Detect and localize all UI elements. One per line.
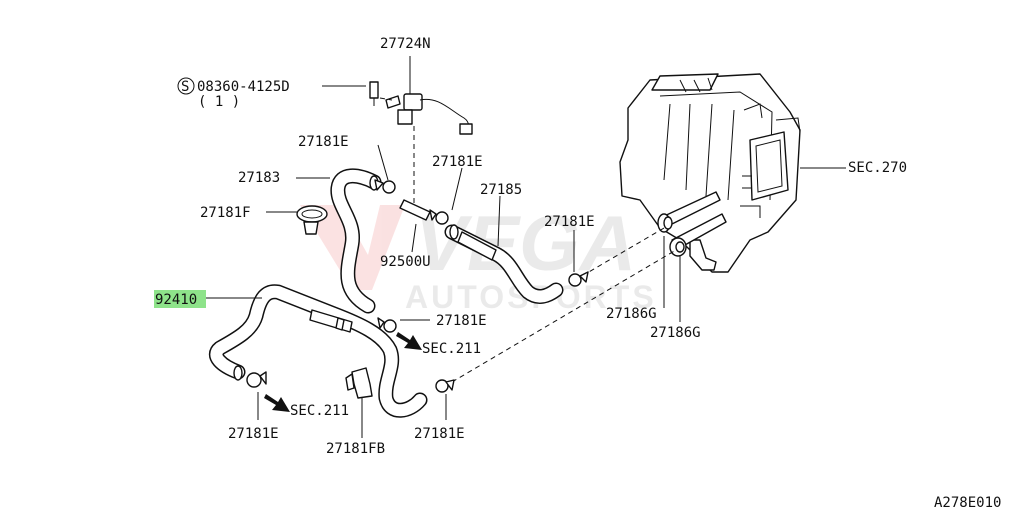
arrow-sec211-lower: [264, 394, 290, 412]
label-sec270: SEC.270: [848, 160, 907, 176]
hose-27183: [330, 168, 382, 314]
hose-27185: [444, 224, 564, 304]
label-27181e-c: 27181E: [544, 214, 595, 230]
label-27181e-a: 27181E: [298, 134, 349, 150]
heater-unit: [619, 73, 801, 273]
label-27183: 27183: [238, 170, 280, 186]
label-92410: 92410: [155, 292, 197, 308]
bolt: [322, 81, 379, 106]
label-27181fb: 27181FB: [326, 441, 385, 457]
label-27186g-lower: 27186G: [650, 325, 701, 341]
sensor-harness: [385, 56, 473, 135]
watermark-text: VEGA: [415, 199, 636, 287]
label-27181f: 27181F: [200, 205, 251, 221]
label-27185: 27185: [480, 182, 522, 198]
arrow-sec211-upper: [396, 332, 422, 350]
bolt-symbol-circle: [177, 77, 195, 95]
label-sec211-upper: SEC.211: [422, 341, 481, 357]
label-bolt: 08360-4125D: [197, 79, 290, 95]
connector-pipe: [399, 199, 431, 221]
clamp-b: [429, 209, 449, 225]
grommet-upper: [657, 213, 673, 233]
hose-clip: [345, 367, 373, 399]
leader-lines: [206, 144, 681, 438]
label-27186g-upper: 27186G: [606, 306, 657, 322]
label-92500u: 92500U: [380, 254, 431, 270]
label-27724n: 27724N: [380, 36, 431, 52]
clamp-d: [377, 317, 397, 333]
assembly-lines: [379, 97, 677, 383]
label-27181e-e: 27181E: [228, 426, 279, 442]
figure-code: A278E010: [934, 495, 1001, 511]
label-27181e-d: 27181E: [436, 313, 487, 329]
bolt-symbol: S: [181, 79, 189, 95]
label-bolt-qty: ( 1 ): [198, 94, 240, 110]
hose-92410: [209, 284, 428, 418]
clamp-f: [435, 379, 455, 393]
label-27181e-b: 27181E: [432, 154, 483, 170]
label-sec211-lower: SEC.211: [290, 403, 349, 419]
clamp-c: [568, 271, 589, 287]
band-clamp: [296, 205, 328, 235]
clamp-e: [246, 371, 267, 388]
part-highlight: [154, 290, 206, 308]
label-27181e-f: 27181E: [414, 426, 465, 442]
grommet-lower: [669, 237, 687, 257]
clamp-a: [374, 179, 396, 194]
